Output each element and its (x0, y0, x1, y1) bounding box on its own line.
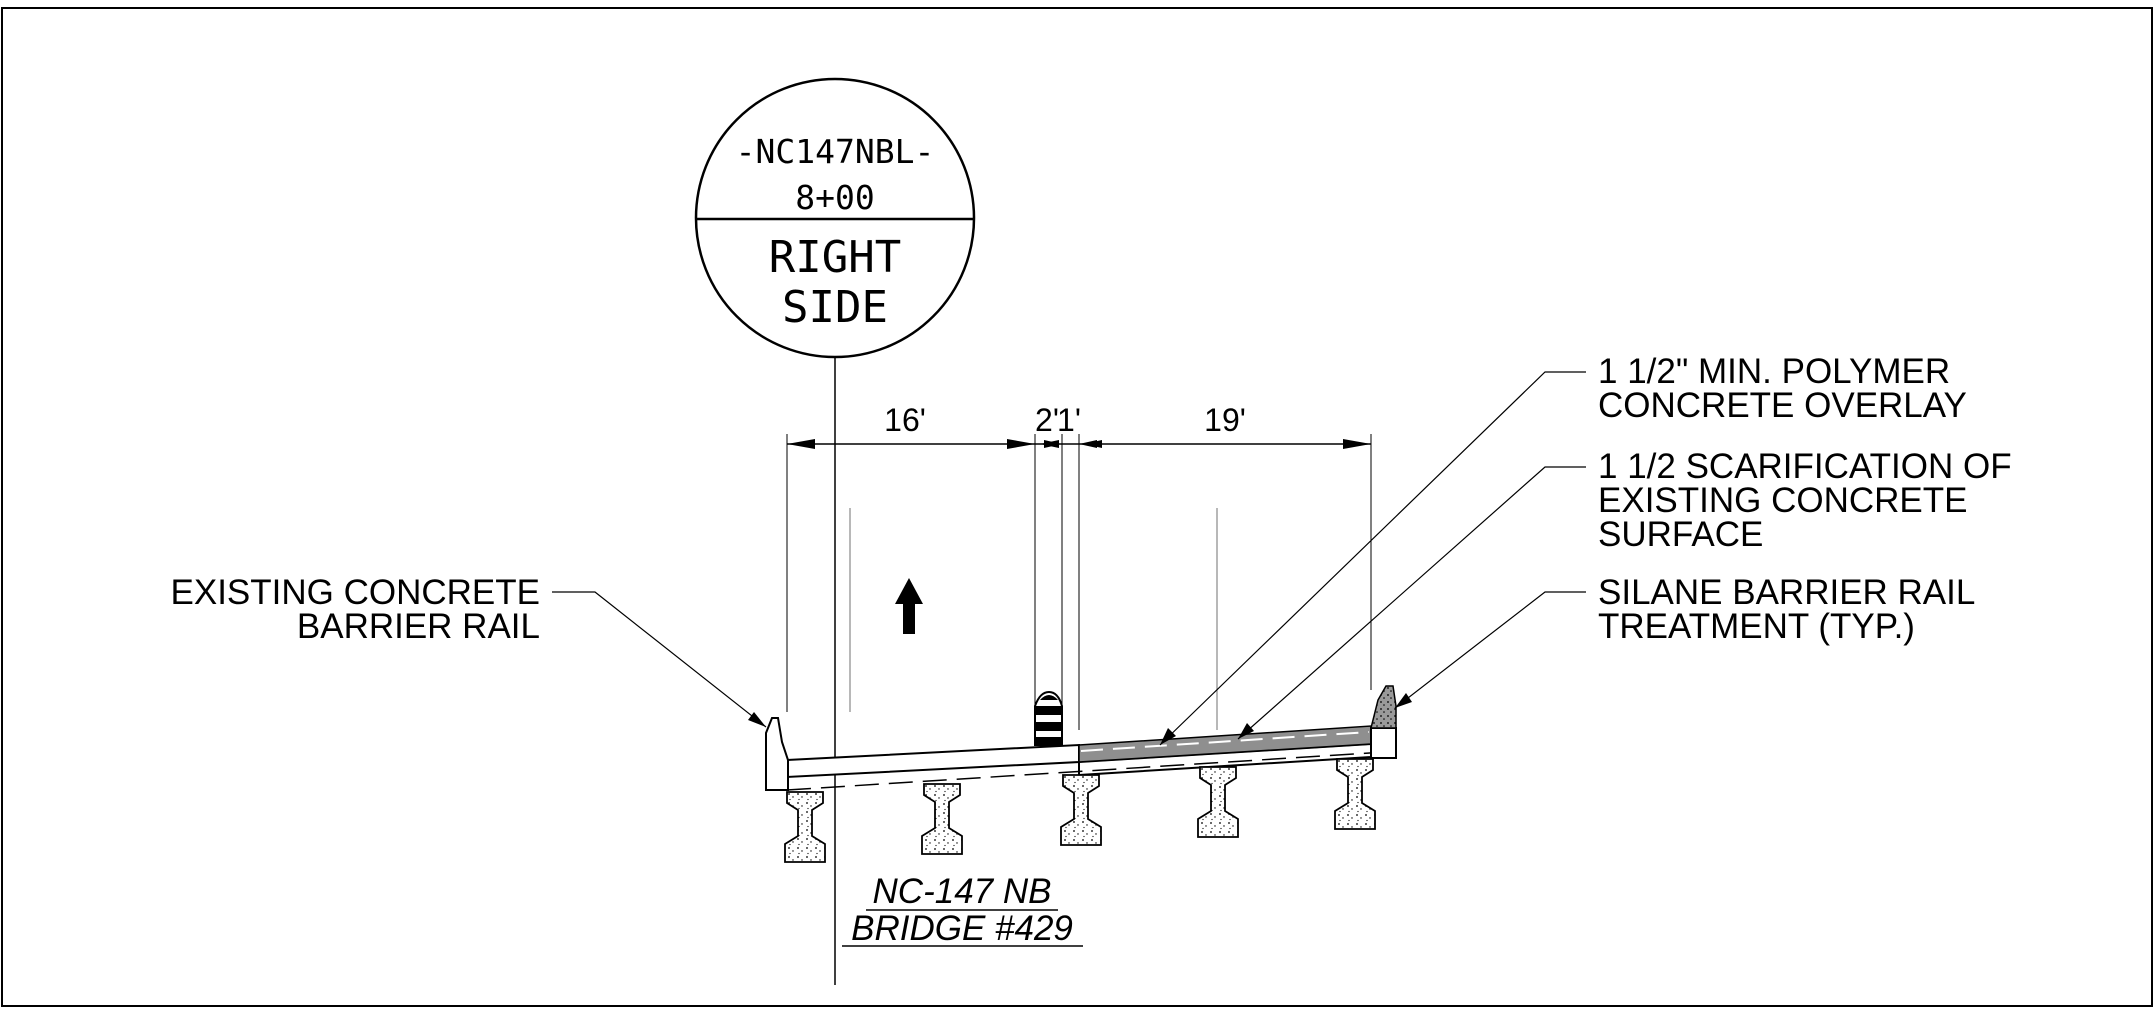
callout-silane-line1: SILANE BARRIER RAIL (1598, 573, 1975, 612)
girder-4 (1197, 766, 1239, 838)
girder-1 (784, 791, 826, 863)
bubble-side-line1: RIGHT (769, 232, 901, 283)
callout-scar-line3: SURFACE (1598, 515, 1763, 554)
dim-median-b: 1' (1057, 402, 1081, 438)
up-arrow-icon (895, 578, 923, 634)
callout-overlay-line1: 1 1/2" MIN. POLYMER (1598, 352, 1950, 391)
girder-2 (921, 783, 963, 855)
deck-section (765, 685, 1397, 791)
callout-existing-barrier: EXISTING CONCRETE BARRIER RAIL (171, 573, 767, 728)
sheet-border (1, 7, 2153, 1007)
bridge-label: NC-147 NB BRIDGE #429 (842, 872, 1083, 948)
callout-scar-line1: 1 1/2 SCARIFICATION OF (1598, 447, 2012, 486)
dim-lane-left: 16' (884, 402, 926, 438)
girders (784, 758, 1376, 863)
callout-left-line2: BARRIER RAIL (297, 607, 540, 646)
bridge-label-line2: BRIDGE #429 (851, 909, 1073, 948)
bubble-alignment: -NC147NBL- (736, 132, 935, 171)
callout-silane-line2: TREATMENT (TYP.) (1598, 607, 1915, 646)
bubble-station: 8+00 (795, 178, 874, 217)
callout-scar-line2: EXISTING CONCRETE (1598, 481, 1967, 520)
station-bubble: -NC147NBL- 8+00 RIGHT SIDE (694, 77, 976, 359)
left-barrier-rail (765, 717, 789, 791)
dimension-string: 16' 2' 1' 19' (786, 402, 1372, 744)
median-barrier (1034, 690, 1063, 746)
bubble-side-line2: SIDE (782, 282, 888, 333)
bridge-label-line1: NC-147 NB (873, 872, 1052, 911)
callout-silane-treatment: SILANE BARRIER RAIL TREATMENT (TYP.) (1394, 573, 1975, 709)
girder-5 (1334, 758, 1376, 830)
dim-lane-right: 19' (1204, 402, 1246, 438)
right-barrier-rail (1370, 727, 1397, 759)
callout-scarification: 1 1/2 SCARIFICATION OF EXISTING CONCRETE… (1237, 447, 2012, 740)
callout-left-line1: EXISTING CONCRETE (171, 573, 540, 612)
callout-overlay-line2: CONCRETE OVERLAY (1598, 386, 1967, 425)
callout-polymer-overlay: 1 1/2" MIN. POLYMER CONCRETE OVERLAY (1159, 352, 1967, 746)
dim-median-a: 2' (1035, 402, 1059, 438)
girder-3 (1060, 774, 1102, 846)
silane-treatment (1370, 685, 1397, 729)
